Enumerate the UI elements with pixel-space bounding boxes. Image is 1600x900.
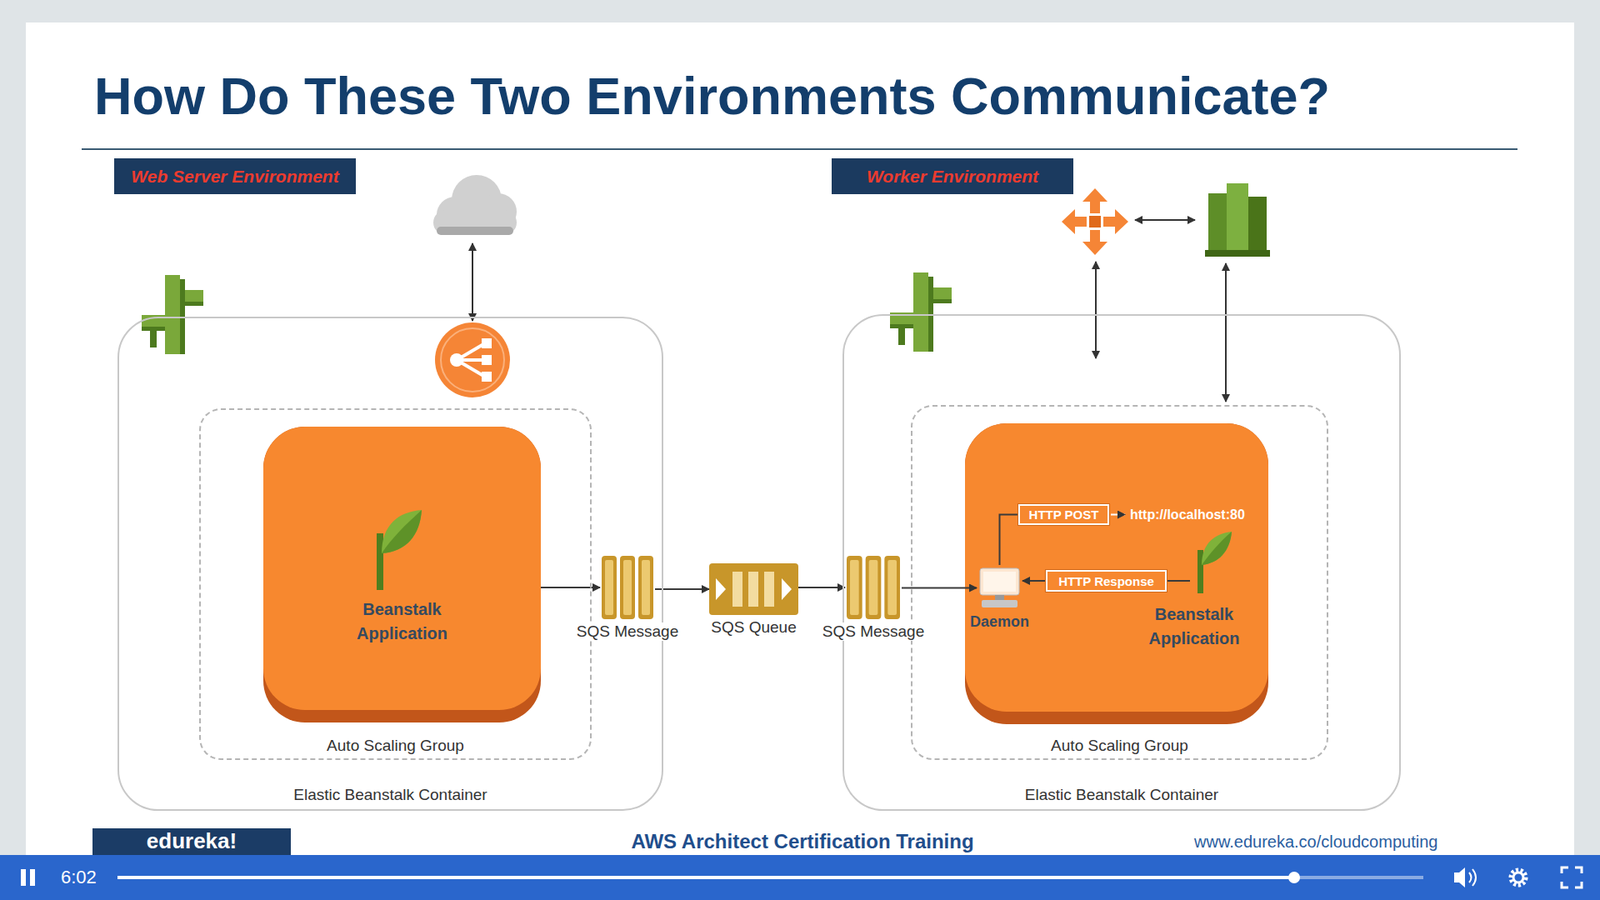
- leader-arrow: [1110, 514, 1125, 516]
- http-tag: HTTP Response: [1045, 570, 1167, 592]
- playback-time: 6:02: [60, 866, 97, 889]
- node-label: Worker Environment: [866, 166, 1039, 187]
- beanstalk-leaf-icon: [1197, 531, 1232, 594]
- node-label: Beanstalk Application: [1131, 602, 1257, 651]
- beanstalk-icon: [890, 272, 952, 352]
- title-rule: [81, 148, 1518, 150]
- node-label: SQS Message: [820, 622, 928, 641]
- internet-cloud: [433, 175, 517, 235]
- node-label: HTTP Response: [1058, 574, 1155, 589]
- environment-band: Web Server Environment: [114, 158, 356, 195]
- flow-connector: [798, 586, 845, 589]
- auto-scaling-group: Auto Scaling Group Beanstalk Application: [199, 408, 592, 760]
- database-icon: [1205, 183, 1270, 257]
- sqs-queue-icon: SQS Queue: [709, 563, 799, 615]
- node-label: HTTP POST: [1029, 507, 1100, 522]
- daemon-graphic: [976, 565, 1023, 611]
- node-label: Web Server Environment: [130, 166, 339, 187]
- beanstalk-application-box: Beanstalk Application Daemon HTTP POST HTTP…: [965, 423, 1269, 725]
- link-arrow: [471, 243, 474, 321]
- daemon-icon: Daemon: [976, 565, 1023, 611]
- node-label: Auto Scaling Group: [326, 736, 465, 755]
- application-box-fill: [263, 423, 1269, 725]
- node-label: Elastic Beanstalk Container: [293, 785, 487, 805]
- link-arrow: [1135, 219, 1195, 221]
- http-tag: HTTP POST: [1018, 504, 1110, 525]
- node-label: Auto Scaling Group: [1050, 736, 1189, 755]
- sqs-message-icon: SQS Message: [845, 555, 902, 620]
- title-holder: How Do These Two Environments Communicat…: [94, 65, 1330, 129]
- flow-connector: [1022, 580, 1046, 582]
- link-arrow: [1225, 263, 1227, 402]
- brand-box: [92, 828, 291, 855]
- link-arrow: [1095, 261, 1097, 359]
- slide-title: How Do These Two Environments Communicat…: [94, 65, 1330, 129]
- node-label: Elastic Beanstalk Container: [1025, 785, 1219, 805]
- label-holder: http://localhost:80: [1130, 506, 1245, 523]
- node-label: Beanstalk Application: [340, 597, 465, 646]
- msg-graphic: [845, 555, 902, 620]
- auto-scaling-group: Auto Scaling Group Beanstalk Application D…: [910, 405, 1329, 760]
- environment-band: Worker Environment: [831, 158, 1074, 195]
- course-name: AWS Architect Certification Training: [630, 830, 974, 855]
- label-holder: edureka!: [146, 828, 237, 855]
- label-holder: www.edureka.co/cloudcomputing: [1194, 831, 1438, 852]
- node-label: SQS Message: [574, 622, 682, 641]
- website-url: www.edureka.co/cloudcomputing: [1194, 831, 1438, 852]
- brand-logo: edureka!: [146, 828, 237, 855]
- beanstalk-container: Elastic Beanstalk Container Auto Scaling …: [842, 314, 1401, 811]
- queue-graphic: [709, 563, 799, 615]
- slide-background: [25, 22, 1575, 855]
- url-label: http://localhost:80: [1130, 506, 1245, 523]
- flow-connector: [901, 587, 977, 590]
- label-holder: 6:02: [60, 866, 97, 889]
- beanstalk-container: Elastic Beanstalk Container Auto Scaling …: [117, 316, 664, 811]
- node-label: Daemon: [970, 613, 1030, 631]
- node-label: SQS Queue: [708, 618, 799, 637]
- worker-router-icon: [1061, 188, 1129, 255]
- beanstalk-icon: [141, 275, 204, 355]
- load-balancer-icon: [435, 322, 510, 398]
- flow-connector: [1000, 515, 1020, 566]
- msg-graphic: [600, 555, 655, 620]
- sqs-message-icon: SQS Message: [600, 555, 655, 620]
- player-control-bar: [0, 855, 1600, 900]
- label-holder: AWS Architect Certification Training: [630, 830, 974, 855]
- response-wire: [1166, 580, 1190, 582]
- beanstalk-application-box: Beanstalk Application: [263, 426, 541, 723]
- beanstalk-leaf-icon: [376, 510, 422, 590]
